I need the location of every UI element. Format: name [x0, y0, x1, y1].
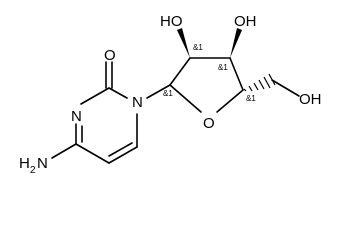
- atom-n3: N: [71, 108, 82, 125]
- bond-c5prime-o5prime: [271, 79, 300, 97]
- atom-nh2: H 2 N: [19, 155, 48, 176]
- bond-c3prime-c4prime: [229, 57, 244, 91]
- atom-oh-2prime: HO: [160, 13, 183, 30]
- atom-nh2-sub: 2: [30, 165, 36, 176]
- stereo-label-c4prime: &1: [246, 94, 256, 103]
- bond-c5-c6: [108, 146, 138, 164]
- atom-nh2-n: N: [37, 155, 48, 172]
- pyrimidine-ring: [51, 61, 138, 164]
- ribose-ring: [146, 57, 244, 113]
- atom-nh2-h: H: [19, 155, 30, 172]
- stereo-label-c3prime: &1: [218, 63, 228, 72]
- bond-n1-c2: [108, 87, 128, 99]
- bond-o4prime-c1prime: [169, 84, 202, 113]
- bond-c2-n3: [80, 87, 110, 105]
- stereo-label-c2prime: &1: [193, 43, 203, 52]
- bond-c1prime-c2prime: [169, 57, 191, 86]
- atom-oh-5prime: OH: [299, 91, 322, 108]
- atom-labels: N N O H 2 N O HO OH OH: [19, 13, 322, 176]
- bond-c5-c6-inner: [108, 142, 133, 157]
- atom-ring-o: O: [203, 115, 215, 132]
- atom-oh-3prime: OH: [234, 13, 257, 30]
- stereo-label-c1prime: &1: [163, 89, 173, 98]
- cytidine-structure-diagram: N N O H 2 N O HO OH OH &1 &1 &1 &1: [19, 13, 322, 176]
- bond-n1-c1prime: [146, 84, 171, 99]
- wedge-c2prime-oh: [177, 28, 190, 58]
- wedge-c3prime-oh: [230, 28, 242, 58]
- stereo-labels: &1 &1 &1 &1: [163, 43, 256, 103]
- bond-c4-c5: [75, 143, 110, 164]
- hash-c4prime-c5prime: [243, 73, 276, 92]
- atom-o2: O: [104, 47, 116, 64]
- bond-c4prime-o4prime: [216, 89, 244, 113]
- atom-n1: N: [132, 94, 143, 111]
- bond-c4-nh2: [51, 143, 77, 159]
